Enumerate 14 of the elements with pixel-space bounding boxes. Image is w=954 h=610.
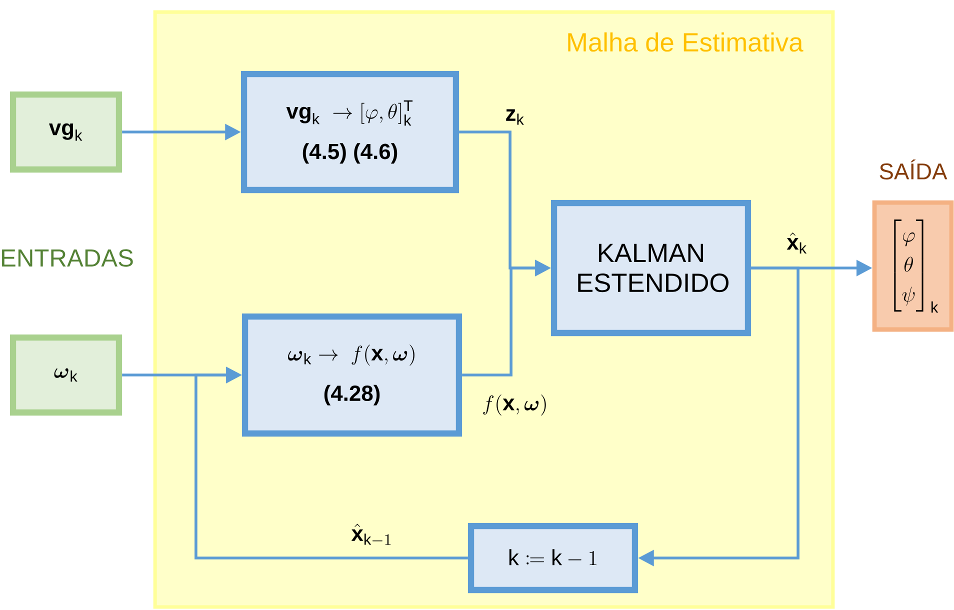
edge-label: $f(\mathbf{x},\boldsymbol{\omega})$ — [483, 394, 546, 416]
input-heading: ENTRADAS — [2, 249, 133, 267]
process-box: $\mathbf{vg}_\mathrm{k} \;\rightarrow [\varphi,\theta]^\mathrm{T}_\mathrm{k}$ (4.5) (4.6) — [240, 70, 460, 194]
output-box: $\begin{bmatrix}\varphi\\ \theta\\ \psi\end{bmatrix}_\mathrm{k}$ — [872, 200, 954, 332]
input-box: $\mathbf{vg}_\mathrm{k}$ — [10, 91, 122, 173]
process-box: KALMAN ESTENDIDO — [550, 200, 752, 336]
edge-label: $\hat{\mathbf{x}}_{\mathrm{k}-1}$ — [351, 524, 391, 545]
output-heading: SAÍDA — [880, 160, 948, 180]
process-box: $\boldsymbol{\omega}_\mathrm{k} \rightarrow\; f(\mathbf{x},\boldsymbol{\omega})$ (4.28) — [242, 313, 462, 437]
input-box: $\boldsymbol{\omega}_\mathrm{k}$ — [10, 334, 122, 416]
edge-label: $\mathbf{z}_\mathrm{k}$ — [506, 109, 524, 125]
process-box: $\mathrm{k} \coloneqq \mathrm{k}-1$ — [468, 522, 638, 594]
arrow — [194, 366, 468, 560]
edge-label: $\hat{\mathbf{x}}_\mathrm{k}$ — [786, 232, 807, 254]
